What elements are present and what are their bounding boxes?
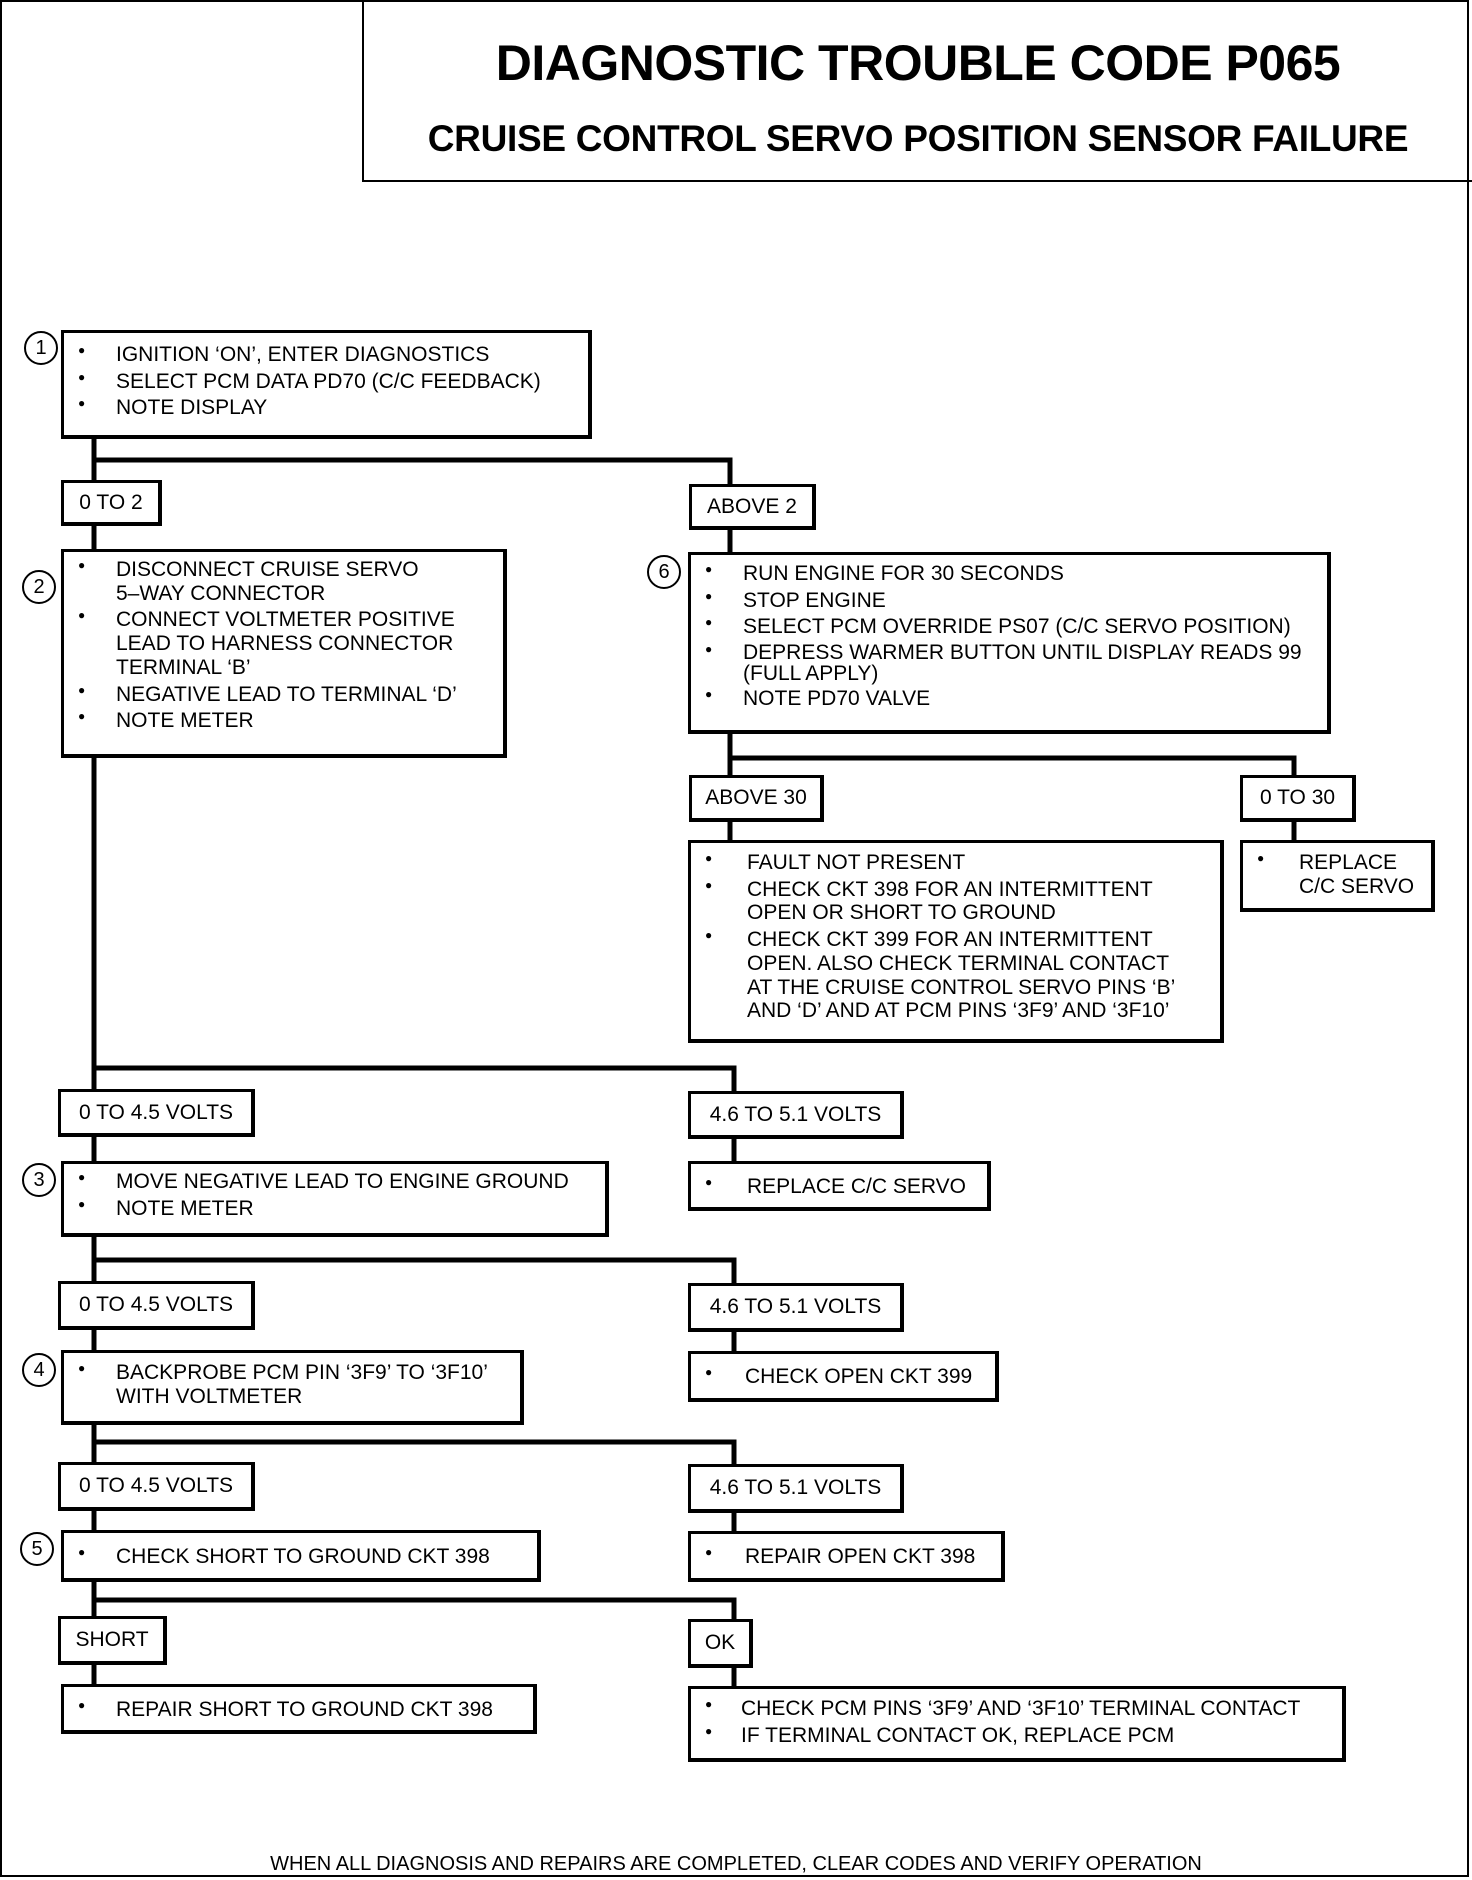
branch-label-0to30: 0 TO 30 [1240,775,1356,822]
check-pcm-pins-box: CHECK PCM PINS ‘3F9’ AND ‘3F10’ TERMINAL… [688,1686,1346,1762]
step-number-4: 4 [22,1353,56,1387]
step-5-box: CHECK SHORT TO GROUND CKT 398 [61,1530,541,1582]
branch-label-0to4.5v: 0 TO 4.5 VOLTS [58,1281,255,1330]
step-2-box: DISCONNECT CRUISE SERVO 5–WAY CONNECTOR … [61,549,507,758]
step-3-item: NOTE METER [64,1197,605,1221]
connector-s3 [91,1232,737,1289]
step-6-box: RUN ENGINE FOR 30 SECONDS STOP ENGINE SE… [688,552,1331,734]
result-item: CHECK CKT 399 FOR AN INTERMITTENT OPEN. … [691,928,1220,1023]
check-open-399-box: CHECK OPEN CKT 399 [688,1351,999,1402]
branch-label-4.6to5.1v: 4.6 TO 5.1 VOLTS [688,1091,904,1139]
footer-note: WHEN ALL DIAGNOSIS AND REPAIRS ARE COMPL… [270,1853,1202,1875]
repair-short-398-box: REPAIR SHORT TO GROUND CKT 398 [61,1684,537,1734]
replace-servo-box-a: REPLACE C/C SERVO [1240,840,1435,912]
step-number-3: 3 [22,1163,56,1197]
branch-label-4.6to5.1v: 4.6 TO 5.1 VOLTS [688,1283,904,1332]
step-5-item: CHECK SHORT TO GROUND CKT 398 [64,1545,537,1569]
step-2-item: NOTE METER [64,709,503,733]
branch-label-0to4.5v: 0 TO 4.5 VOLTS [58,1462,255,1511]
branch-label-ok: OK [688,1619,753,1668]
fault-not-present-box: FAULT NOT PRESENT CHECK CKT 398 FOR AN I… [688,840,1224,1043]
step-1-box: IGNITION ‘ON’, ENTER DIAGNOSTICS SELECT … [61,330,592,439]
branch-label-4.6to5.1v: 4.6 TO 5.1 VOLTS [688,1464,904,1513]
connector-s1 [91,434,733,495]
step-1-item: SELECT PCM DATA PD70 (C/C FEEDBACK) [64,370,588,394]
repair-open-398-box: REPAIR OPEN CKT 398 [688,1531,1005,1582]
title-block: DIAGNOSTIC TROUBLE CODE P065 CRUISE CONT… [362,0,1472,182]
step-number-1: 1 [24,331,58,365]
connector-s5 [91,1577,737,1623]
result-item: REPLACE C/C SERVO [691,1175,987,1199]
step-6-item: DEPRESS WARMER BUTTON UNTIL DISPLAY READ… [691,642,1327,684]
result-item: REPAIR OPEN CKT 398 [691,1545,1001,1569]
branch-label-0to2: 0 TO 2 [61,480,162,526]
result-item: FAULT NOT PRESENT [691,851,1220,875]
result-item: CHECK OPEN CKT 399 [691,1365,995,1389]
step-4-box: BACKPROBE PCM PIN ‘3F9’ TO ‘3F10’ WITH V… [61,1350,524,1425]
step-number-6: 6 [647,555,681,589]
connector-s4 [91,1420,737,1471]
step-1-item: IGNITION ‘ON’, ENTER DIAGNOSTICS [64,343,588,367]
result-item: CHECK CKT 398 FOR AN INTERMITTENT OPEN O… [691,878,1220,925]
step-number-2: 2 [22,570,56,604]
step-6-item: NOTE PD70 VALVE [691,687,1327,711]
step-6-item: STOP ENGINE [691,589,1327,613]
replace-servo-box-b: REPLACE C/C SERVO [688,1161,991,1211]
step-6-item: RUN ENGINE FOR 30 SECONDS [691,562,1327,586]
step-4-item: BACKPROBE PCM PIN ‘3F9’ TO ‘3F10’ WITH V… [64,1361,520,1408]
branch-label-short: SHORT [58,1616,167,1665]
result-item: REPLACE C/C SERVO [1243,851,1431,898]
step-3-box: MOVE NEGATIVE LEAD TO ENGINE GROUND NOTE… [61,1161,609,1237]
result-item: REPAIR SHORT TO GROUND CKT 398 [64,1698,533,1722]
step-3-item: MOVE NEGATIVE LEAD TO ENGINE GROUND [64,1170,605,1194]
connector-s6 [727,729,1297,781]
result-item: CHECK PCM PINS ‘3F9’ AND ‘3F10’ TERMINAL… [691,1697,1342,1721]
step-2-item: DISCONNECT CRUISE SERVO 5–WAY CONNECTOR [64,558,503,605]
page-subtitle: CRUISE CONTROL SERVO POSITION SENSOR FAI… [427,118,1409,159]
step-2-item: NEGATIVE LEAD TO TERMINAL ‘D’ [64,683,503,707]
branch-label-above2: ABOVE 2 [689,484,816,530]
step-2-item: CONNECT VOLTMETER POSITIVE LEAD TO HARNE… [64,608,503,679]
step-6-item: SELECT PCM OVERRIDE PS07 (C/C SERVO POSI… [691,615,1327,639]
result-item: IF TERMINAL CONTACT OK, REPLACE PCM [691,1724,1342,1748]
branch-label-above30: ABOVE 30 [689,775,824,822]
branch-label-0to4.5v: 0 TO 4.5 VOLTS [58,1089,255,1137]
step-1-item: NOTE DISPLAY [64,396,588,420]
step-number-5: 5 [20,1532,54,1566]
connector-s2 [91,753,737,1097]
page-title: DIAGNOSTIC TROUBLE CODE P065 [495,35,1341,91]
